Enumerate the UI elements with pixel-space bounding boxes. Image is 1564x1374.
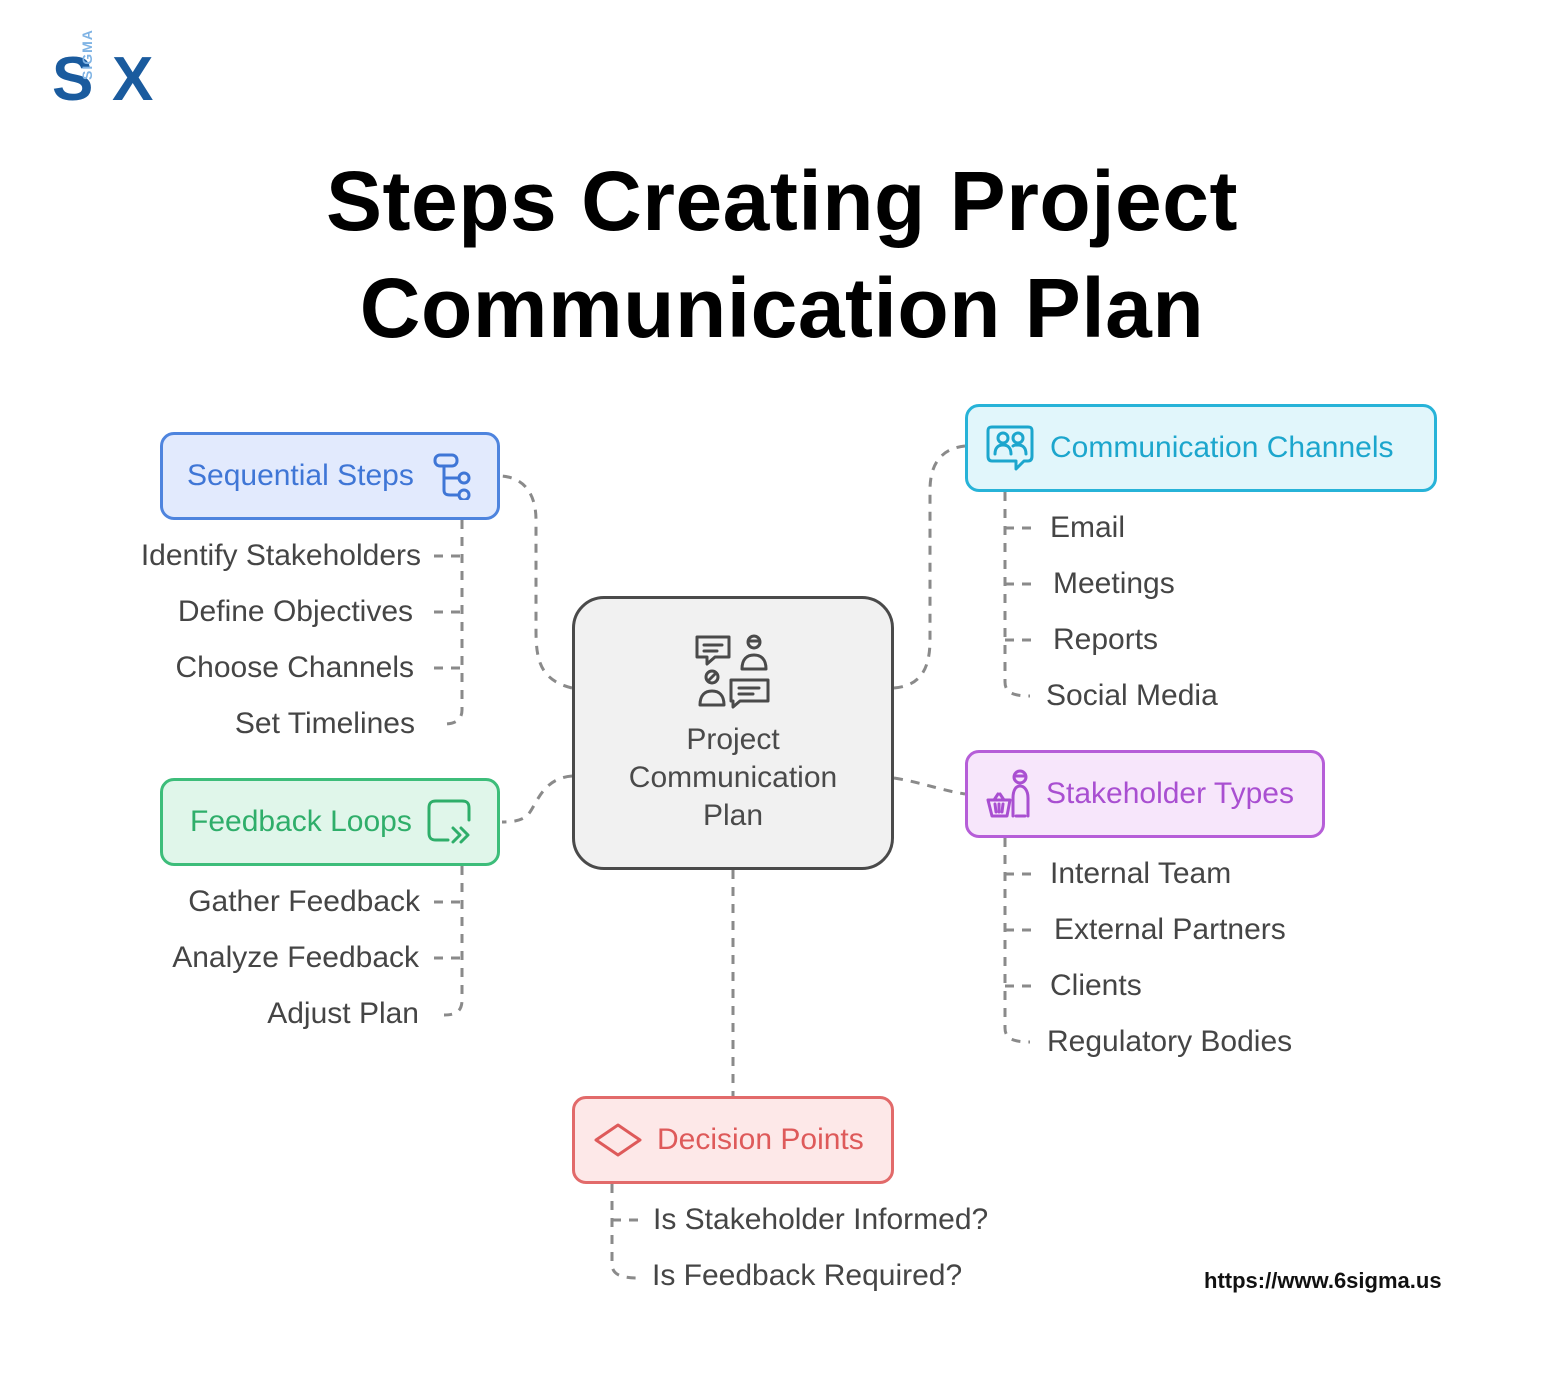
list-item: Social Media xyxy=(1046,679,1218,712)
decision-points-node[interactable]: Decision Points xyxy=(572,1096,894,1184)
logo-letter-s: S xyxy=(52,45,94,114)
list-item: Meetings xyxy=(1053,567,1175,600)
feedback-loops-node[interactable]: Feedback Loops xyxy=(160,778,500,866)
center-label-line-1: Project xyxy=(686,723,780,756)
logo-letter-x: X xyxy=(112,45,154,114)
list-item: Clients xyxy=(1050,969,1142,1002)
communication-channels-node[interactable]: Communication Channels xyxy=(965,404,1437,492)
sequential-steps-label: Sequential Steps xyxy=(187,459,414,492)
connector-stakeholder-types xyxy=(893,776,966,796)
list-item: Analyze Feedback xyxy=(172,941,419,974)
website-url-link[interactable]: https://www.6sigma.us xyxy=(1204,1268,1442,1293)
discussion-people-icon xyxy=(695,634,770,709)
group-chat-icon xyxy=(986,425,1034,471)
6sigma-logo: S SIGMA X xyxy=(52,29,164,112)
center-label-line-3: Plan xyxy=(702,799,764,832)
list-item: Email xyxy=(1050,511,1126,544)
diamond-icon xyxy=(594,1123,642,1157)
list-item: Regulatory Bodies xyxy=(1047,1025,1293,1058)
person-basket-icon xyxy=(986,769,1030,818)
list-item: Gather Feedback xyxy=(188,885,420,918)
list-item: Set Timelines xyxy=(234,707,415,740)
list-item: Choose Channels xyxy=(175,651,415,684)
forward-arrow-box-icon xyxy=(427,799,471,844)
feedback-loops-label: Feedback Loops xyxy=(190,805,412,838)
center-label-line-2: Communication xyxy=(628,761,838,794)
communication-channels-label: Communication Channels xyxy=(1050,431,1394,464)
list-item: Is Feedback Required? xyxy=(652,1259,963,1292)
title-line-1: Steps Creating Project xyxy=(326,154,1238,248)
list-item: Is Stakeholder Informed? xyxy=(653,1203,989,1236)
center-label: Project Communication Plan xyxy=(575,721,891,835)
page-title: Steps Creating Project Communication Pla… xyxy=(0,148,1564,362)
list-item: Identify Stakeholders xyxy=(140,539,421,572)
stakeholder-types-label: Stakeholder Types xyxy=(1046,777,1294,810)
decision-points-label: Decision Points xyxy=(657,1123,864,1156)
connector-communication-channels xyxy=(893,444,966,690)
list-item: Define Objectives xyxy=(177,595,413,628)
sequential-steps-node[interactable]: Sequential Steps xyxy=(160,432,500,520)
title-line-2: Communication Plan xyxy=(359,261,1205,355)
list-item: Internal Team xyxy=(1050,857,1232,890)
connector-feedback-loops xyxy=(501,774,573,824)
list-item: Reports xyxy=(1053,623,1159,656)
list-item: External Partners xyxy=(1054,913,1286,946)
list-item: Adjust Plan xyxy=(267,997,419,1030)
workflow-icon xyxy=(433,453,471,500)
stakeholder-types-node[interactable]: Stakeholder Types xyxy=(965,750,1325,838)
project-communication-plan-node[interactable]: Project Communication Plan xyxy=(572,596,894,870)
connector-sequential-steps xyxy=(501,474,573,690)
